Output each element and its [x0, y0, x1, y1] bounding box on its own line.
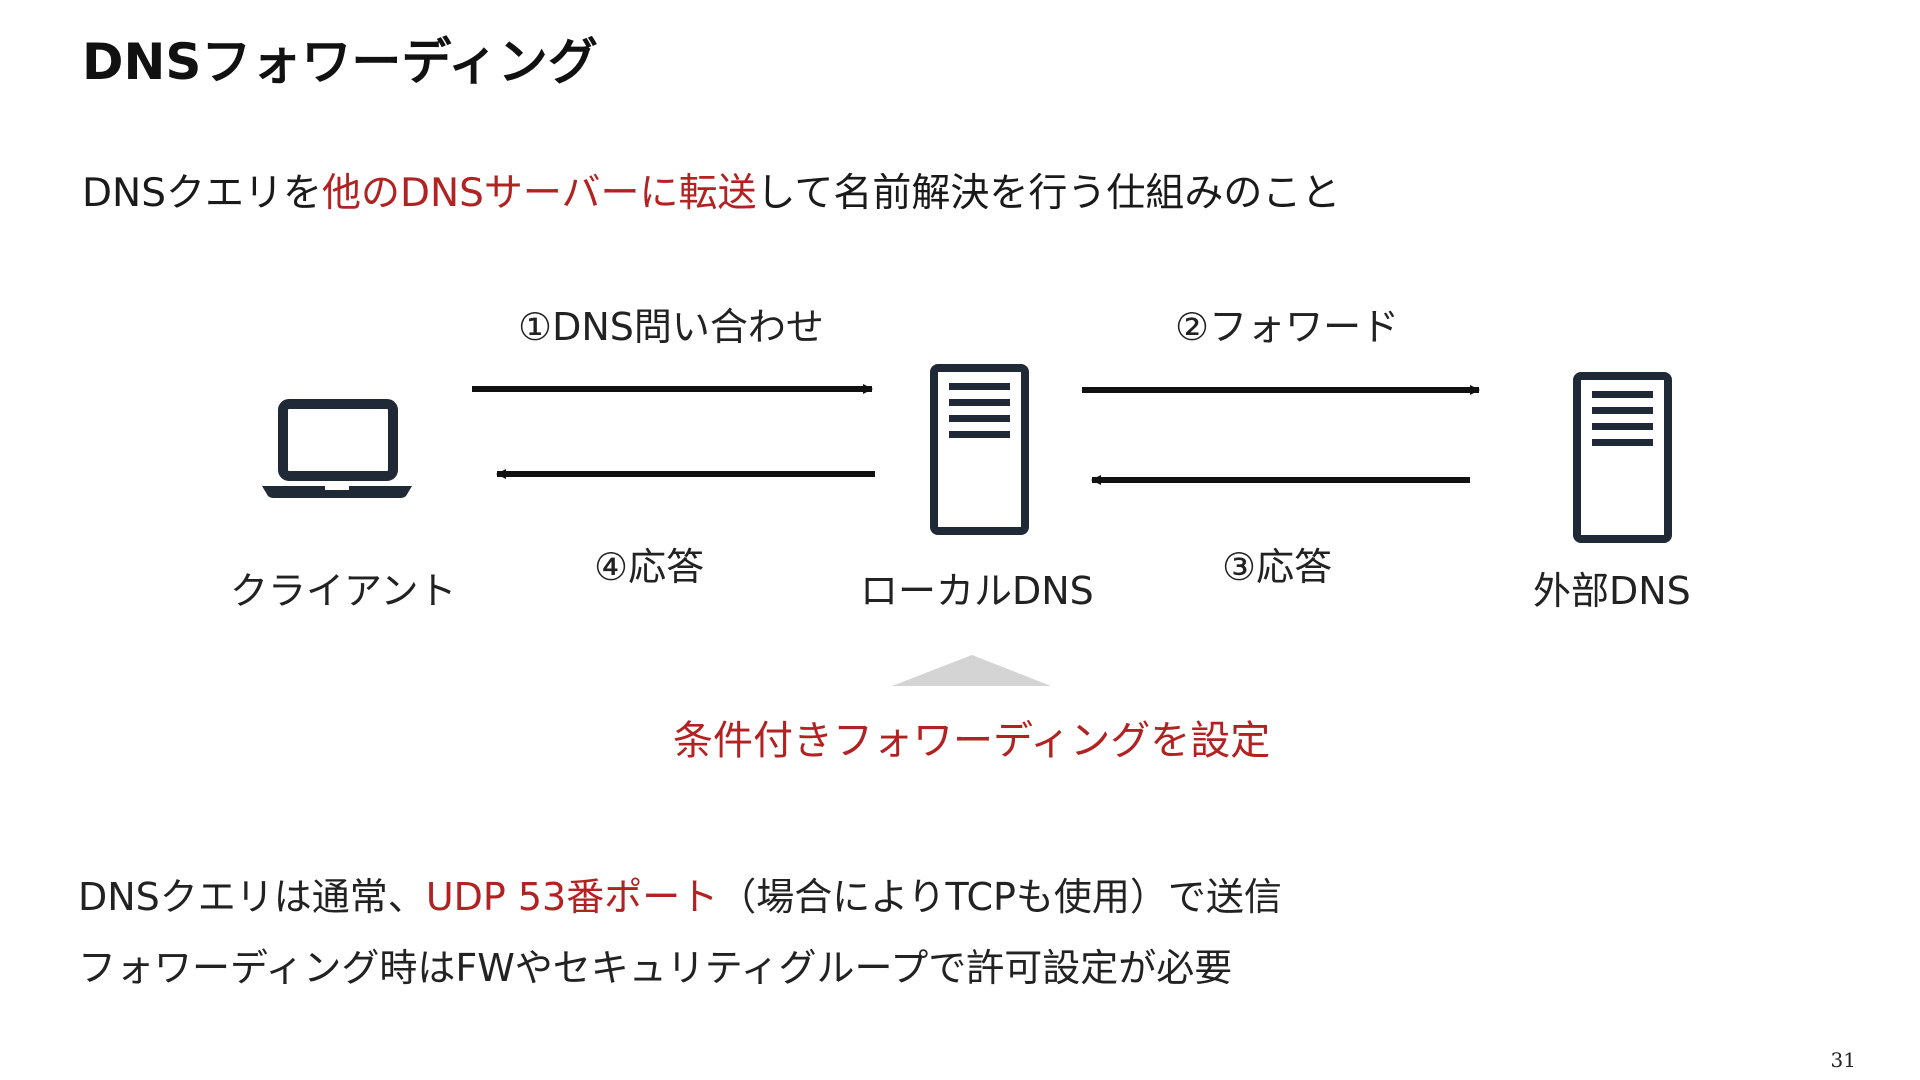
conditional-forwarding-note: 条件付きフォワーディングを設定 [673, 718, 1271, 764]
slide-title: DNSフォワーディング [82, 33, 598, 91]
subtitle-part1: DNSクエリを [82, 171, 322, 216]
pointer-triangle [892, 655, 1051, 686]
server-icon [1573, 372, 1672, 543]
label-client: クライアント [230, 569, 457, 613]
label-response-external: ③応答 [1222, 545, 1333, 589]
note-line-2: フォワーディング時はFWやセキュリティグループで許可設定が必要 [78, 946, 1233, 990]
label-query: ①DNS問い合わせ [518, 305, 824, 349]
page-number: 31 [1830, 1048, 1856, 1072]
label-local-dns: ローカルDNS [860, 569, 1094, 613]
note-line-1-highlight: UDP 53番ポート [425, 875, 719, 919]
label-external-dns: 外部DNS [1533, 569, 1691, 613]
server-icon [930, 364, 1029, 535]
note-line-1-part1: DNSクエリは通常、 [78, 875, 426, 919]
subtitle-highlight: 他のDNSサーバーに転送 [321, 171, 757, 216]
note-line-1: DNSクエリは通常、UDP 53番ポート（場合によりTCPも使用）で送信 [78, 866, 1282, 921]
note-line-1-part2: （場合によりTCPも使用）で送信 [718, 875, 1282, 919]
label-response-local: ④応答 [594, 545, 705, 589]
laptop-icon [262, 399, 412, 498]
label-forward: ②フォワード [1175, 305, 1400, 349]
subtitle-part2: して名前解決を行う仕組みのこと [756, 171, 1341, 216]
slide-subtitle: DNSクエリを他のDNSサーバーに転送して名前解決を行う仕組みのこと [82, 162, 1340, 218]
